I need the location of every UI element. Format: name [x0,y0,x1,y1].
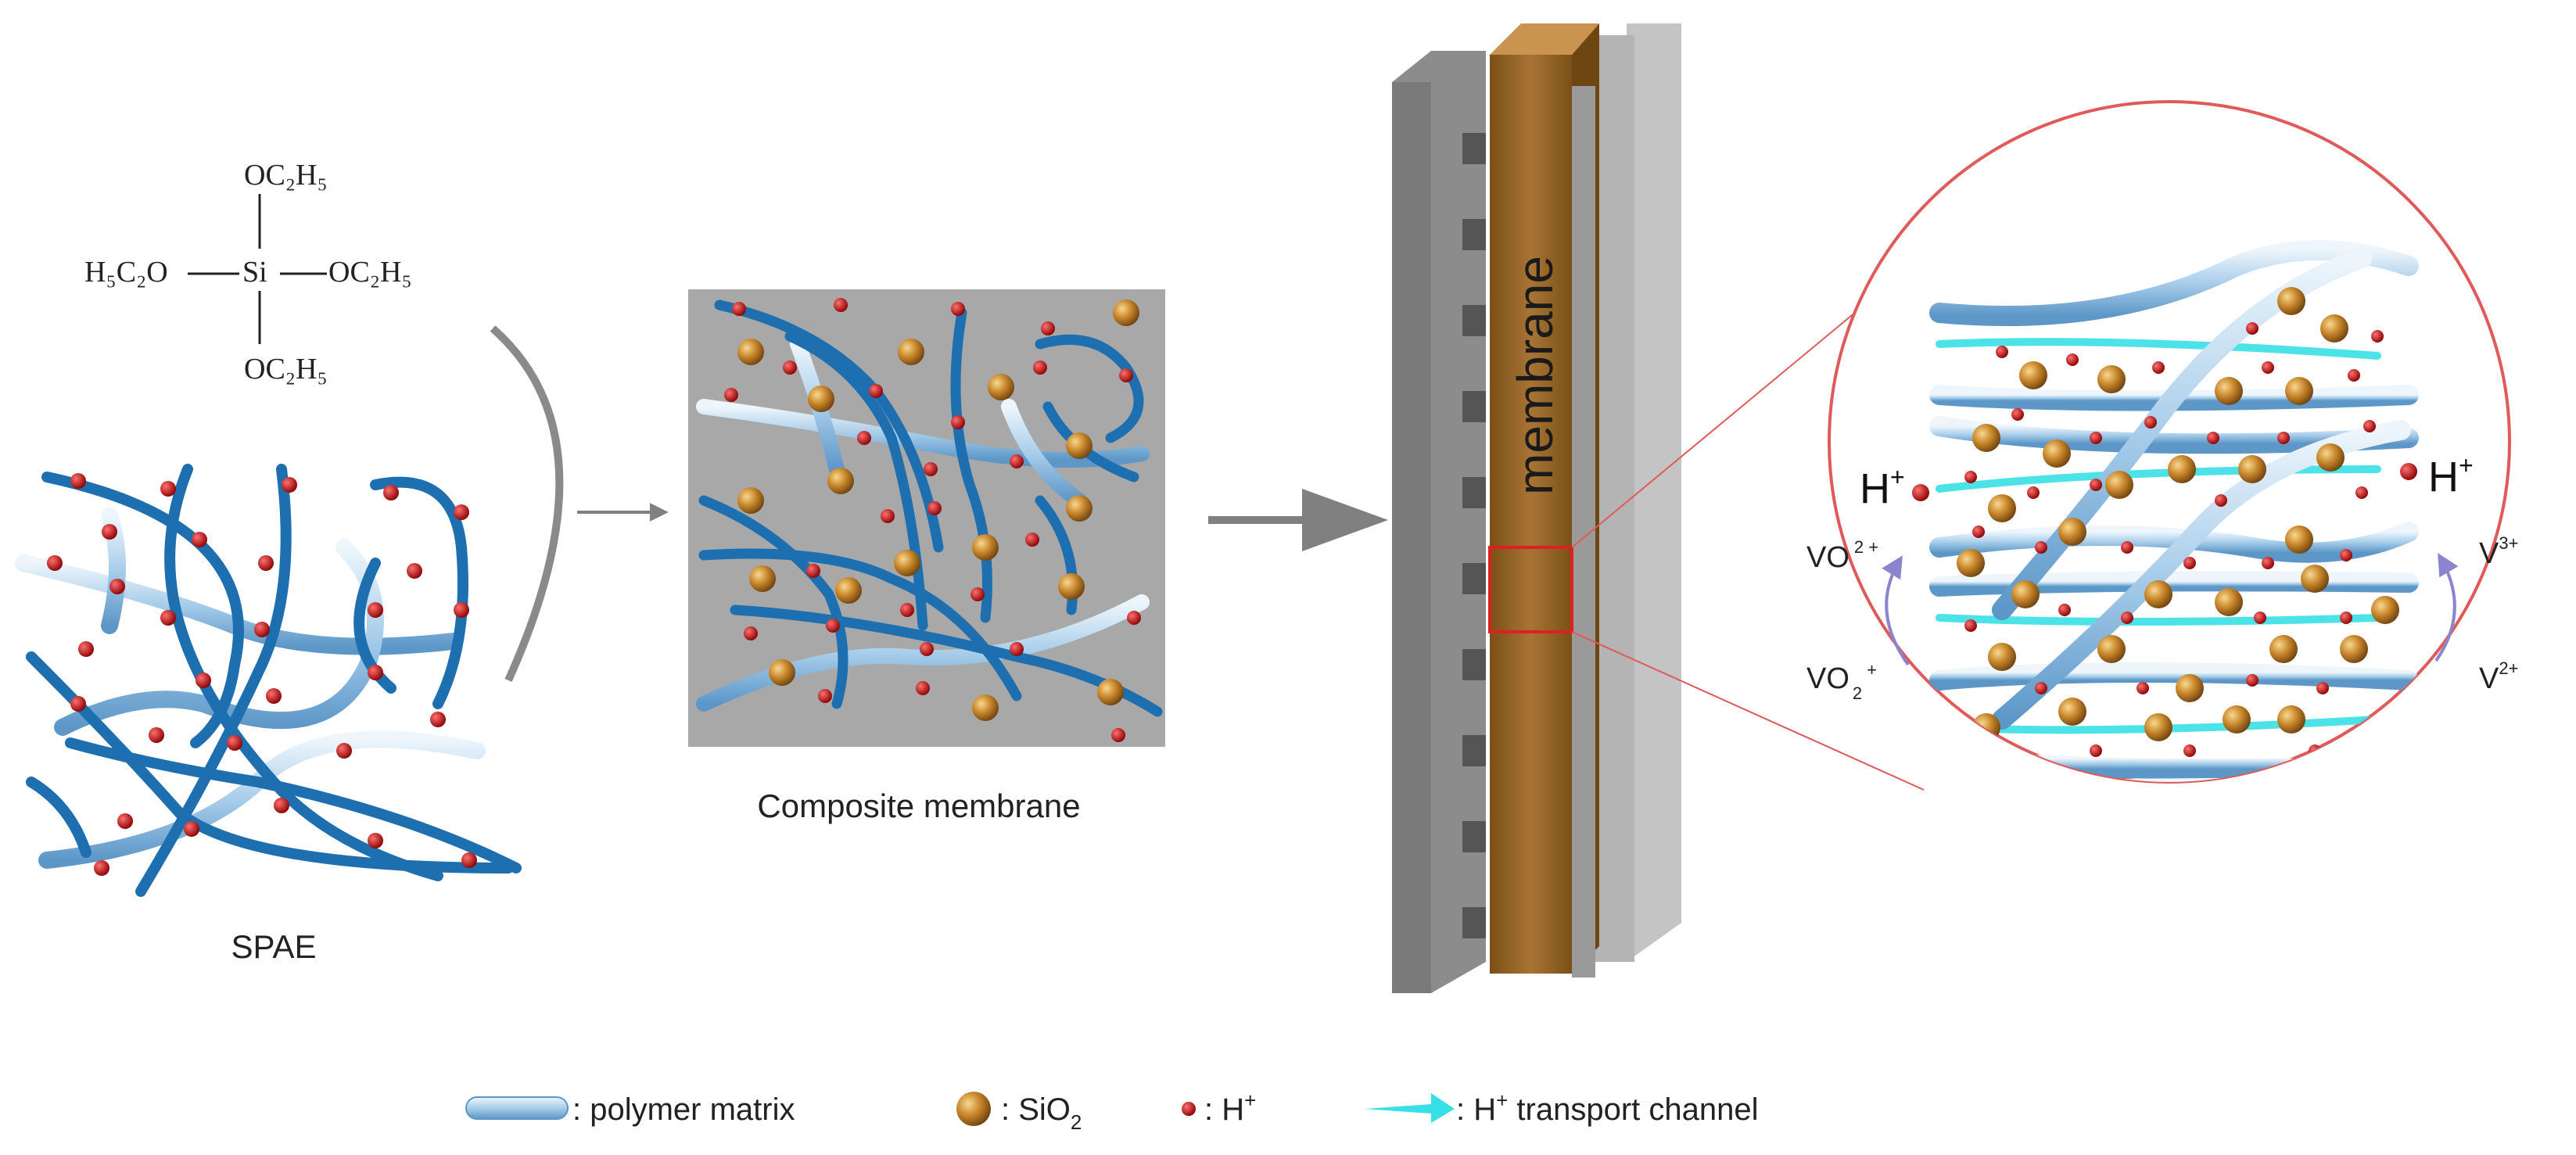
composite-protons [724,298,1141,742]
svg-text:V2+: V2+ [2479,658,2518,695]
molecule-left-group: H₅C₂O [84,256,168,289]
zoom-silica [1957,287,2399,741]
combine-bracket [490,325,564,683]
transport-channel-arrow-icon [1365,1093,1455,1123]
zoom-region-box [1488,546,1573,633]
svg-text:: H+ transport channel: : H+ transport channel [1456,1089,1759,1127]
proton-label-left: H+ [1860,463,1929,512]
teos-molecule: OC₂H₅ H₅C₂O Si OC₂H₅ OC₂H₅ [84,159,412,386]
legend-channel: : H+ transport channel [1365,1089,1759,1127]
spae-label: SPAE [231,928,317,965]
legend: : polymer matrix : SiO2 : H+ : H+ transp… [465,1089,1759,1134]
proton-dot-icon [1182,1102,1196,1116]
legend-proton: : H+ [1182,1089,1256,1127]
molecule-top-group: OC₂H₅ [244,159,328,192]
composite-silica [737,300,1139,721]
redox-arrow-left [1882,555,1910,666]
svg-text:VO2 +: VO2 + [1806,537,1878,574]
composite-label: Composite membrane [757,787,1080,824]
spae-dark-chains [26,464,522,897]
to-cell-arrow [1208,489,1388,551]
membrane-top-face [1490,23,1599,55]
spae-protons [47,473,477,876]
redox-arrow-right [2434,553,2459,662]
proton-label-right: H+ [2400,451,2474,500]
molecule-center-si: Si [242,256,267,289]
silica-sphere-icon [956,1092,991,1126]
flow-cell-stack: membrane [1392,23,1925,993]
legend-polymer: : polymer matrix [465,1092,795,1127]
membrane-sheet [1490,55,1572,974]
svg-text:H+: H+ [1860,463,1905,512]
zoom-protons [1964,322,2384,773]
spae-polymer [15,464,522,897]
svg-text:V3+: V3+ [2479,533,2518,570]
svg-text:VO2+: VO2+ [1806,660,1877,703]
composite-membrane-panel [688,289,1165,747]
svg-text:: H+: : H+ [1204,1089,1256,1127]
left-flow-ribs [1462,133,1486,938]
svg-text:H+: H+ [2428,451,2474,500]
legend-sio2: : SiO2 [956,1092,1082,1134]
molecule-right-group: OC₂H₅ [328,256,412,289]
membrane-label: membrane [1507,256,1563,495]
svg-text:: SiO2: : SiO2 [1001,1092,1082,1134]
polymer-matrix-icon [465,1096,569,1120]
vanadium-right: V3+ V2+ [2434,533,2518,695]
molecule-bottom-group: OC₂H₅ [244,353,328,386]
svg-text:: polymer matrix: : polymer matrix [572,1092,795,1127]
